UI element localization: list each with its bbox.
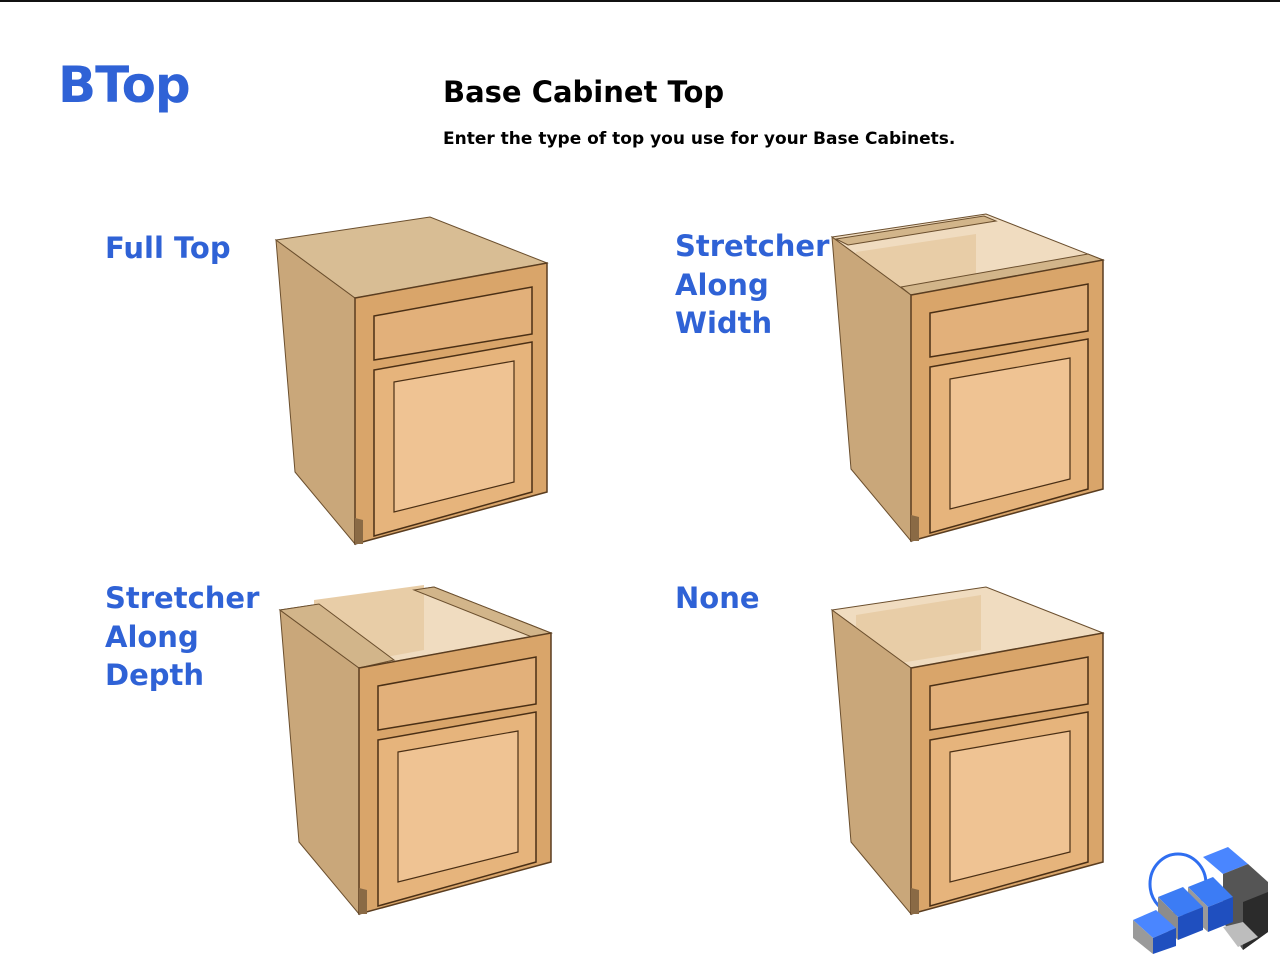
cabinet-no-top-illustration: [830, 586, 1105, 916]
option-label-full-top: Full Top: [105, 229, 231, 268]
option-label-line: Along: [675, 267, 769, 302]
cabinet-stretcher-depth-illustration: [278, 585, 553, 916]
cabinet-full-top-illustration: [274, 216, 549, 546]
cube-logo-icon: [1133, 847, 1268, 954]
option-label-line: Stretcher: [675, 229, 830, 263]
option-label-line: Depth: [105, 658, 205, 692]
option-label-line: None: [675, 581, 760, 615]
option-label-stretcher-depth: Stretcher Along Depth: [105, 579, 259, 695]
page-code: BTop: [58, 56, 191, 114]
option-label-line: Full Top: [105, 231, 231, 265]
page-subtitle: Enter the type of top you use for your B…: [443, 129, 956, 149]
option-label-line: Along: [105, 619, 199, 654]
option-label-line: Stretcher: [105, 581, 260, 615]
page-title: Base Cabinet Top: [443, 75, 725, 109]
top-border: [0, 0, 1280, 2]
option-label-line: Width: [675, 306, 773, 340]
option-label-stretcher-width: Stretcher Along Width: [675, 227, 829, 343]
cabinet-stretcher-width-illustration: [830, 213, 1105, 543]
option-label-none: None: [675, 579, 760, 618]
